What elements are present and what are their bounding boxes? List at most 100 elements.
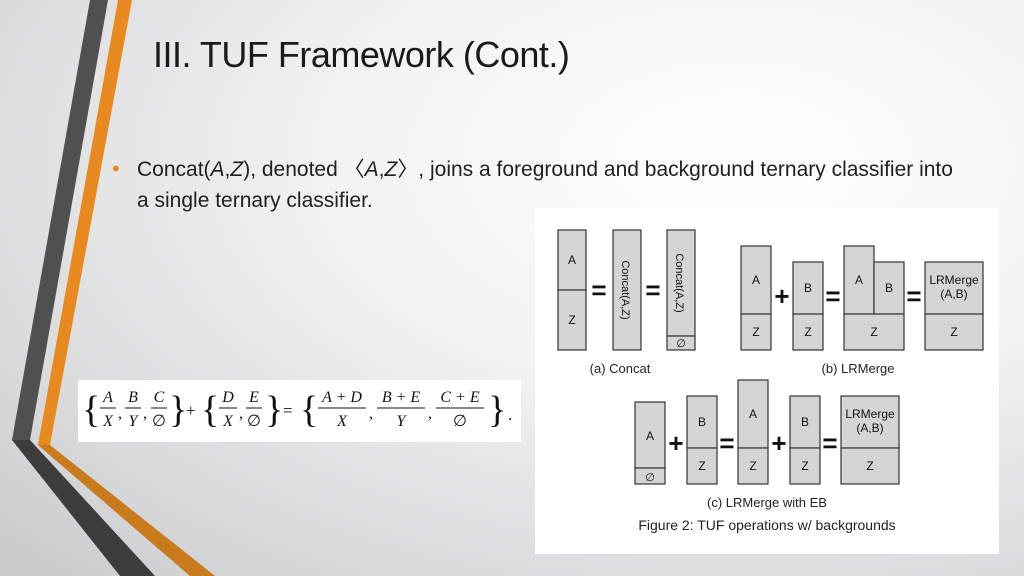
svg-text:∅: ∅ xyxy=(676,338,686,350)
box-concat xyxy=(666,229,696,337)
fraction: C + E ∅ xyxy=(436,389,484,430)
box-a xyxy=(843,245,875,315)
box-empty xyxy=(666,335,696,351)
svg-text:B: B xyxy=(128,389,138,406)
svg-text:A: A xyxy=(102,389,113,406)
svg-text:X: X xyxy=(336,413,348,430)
caption-b: (b) LRMerge xyxy=(822,361,895,376)
fraction: C ∅ xyxy=(151,389,167,430)
svg-text:(A,B): (A,B) xyxy=(940,287,967,301)
box-lrmerge xyxy=(924,261,984,315)
svg-text:Z: Z xyxy=(950,325,957,339)
fraction: A + D X xyxy=(318,389,366,430)
svg-text:,: , xyxy=(369,405,373,422)
brace: } xyxy=(265,389,283,431)
box-a xyxy=(740,245,772,315)
bullet-segment: , xyxy=(378,158,385,181)
caption-c: (c) LRMerge with EB xyxy=(707,495,827,510)
equals-sign: = xyxy=(822,428,837,458)
equals-sign: = xyxy=(825,281,840,311)
svg-text:E: E xyxy=(248,389,259,406)
svg-text:B: B xyxy=(698,415,706,429)
box-z xyxy=(557,289,587,351)
box-z xyxy=(789,447,821,485)
box-z xyxy=(686,447,718,485)
svg-text:,: , xyxy=(143,405,147,422)
bullet-segment: 〉, joins a foreground and background ter… xyxy=(137,158,953,212)
svg-text:Z: Z xyxy=(804,325,811,339)
brace: } xyxy=(169,389,187,431)
svg-text:A: A xyxy=(568,253,576,267)
fraction: E ∅ xyxy=(246,389,262,430)
svg-text:Z: Z xyxy=(801,459,808,473)
bullet-var-z: Z xyxy=(230,158,244,181)
fraction: D X xyxy=(219,389,237,430)
svg-text:X: X xyxy=(222,413,234,430)
box-z xyxy=(843,313,905,351)
svg-text:Concat(A,Z): Concat(A,Z) xyxy=(619,260,631,319)
svg-text:Concat(A,Z): Concat(A,Z) xyxy=(673,253,685,312)
bullet-var-z: Z xyxy=(384,158,398,181)
svg-text:B + E: B + E xyxy=(382,389,421,406)
box-b xyxy=(789,395,821,449)
orange-band-bottom xyxy=(38,445,215,576)
svg-text:,: , xyxy=(118,405,122,422)
box-z xyxy=(792,313,824,351)
box-z xyxy=(924,313,984,351)
dark-band-bottom xyxy=(12,440,155,576)
bullet-dot: • xyxy=(112,156,120,181)
box-b xyxy=(873,261,905,315)
svg-text:Z: Z xyxy=(870,325,877,339)
svg-text:A + D: A + D xyxy=(321,389,362,406)
slide-title: III. TUF Framework (Cont.) xyxy=(153,34,570,75)
svg-text:D: D xyxy=(221,389,234,406)
figure-caption: Figure 2: TUF operations w/ backgrounds xyxy=(638,517,895,533)
svg-text:C: C xyxy=(154,389,165,406)
equals-sign: = xyxy=(645,275,660,305)
equals-sign: = xyxy=(591,275,606,305)
figure-image: A Z Concat(A,Z) Concat(A,Z) ∅ A Z B Z A … xyxy=(535,208,999,554)
svg-text:Z: Z xyxy=(568,313,575,327)
svg-text:X: X xyxy=(102,413,114,430)
svg-text:Y: Y xyxy=(129,413,140,430)
bullet-segment: ), denoted 〈 xyxy=(243,158,365,181)
orange-band-top xyxy=(38,0,132,445)
box-z xyxy=(737,447,769,485)
brace: { xyxy=(82,389,100,431)
svg-text:A: A xyxy=(855,273,863,287)
box-concat xyxy=(612,229,642,351)
brace: { xyxy=(300,389,318,431)
box-empty xyxy=(634,467,666,485)
brace: } xyxy=(488,389,506,431)
svg-text:=: = xyxy=(283,401,293,420)
box-b xyxy=(686,395,718,449)
svg-text:C + E: C + E xyxy=(440,389,479,406)
bullet-text: •Concat(A,Z), denoted 〈A,Z〉, joins a for… xyxy=(112,154,957,216)
bullet-var-a: A xyxy=(210,158,225,181)
svg-text:Z: Z xyxy=(752,325,759,339)
formula-image: { A X , B Y , C ∅ } + { D X , E xyxy=(78,380,521,442)
svg-text:B: B xyxy=(804,281,812,295)
svg-text:Y: Y xyxy=(397,413,408,430)
svg-text:∅: ∅ xyxy=(453,413,467,430)
svg-text:LRMerge: LRMerge xyxy=(929,273,979,287)
box-z xyxy=(840,447,900,485)
bullet-segment: , xyxy=(224,158,231,181)
svg-text:∅: ∅ xyxy=(645,472,655,484)
svg-text:A: A xyxy=(749,407,757,421)
svg-text:+: + xyxy=(186,401,196,420)
caption-a: (a) Concat xyxy=(590,361,651,376)
svg-text:Z: Z xyxy=(698,459,705,473)
fraction: B + E Y xyxy=(377,389,425,430)
bullet-var-a: A xyxy=(364,158,379,181)
equals-sign: = xyxy=(719,428,734,458)
svg-text:A: A xyxy=(646,429,654,443)
bullet-segment: Concat( xyxy=(137,158,211,181)
svg-text:A: A xyxy=(752,273,760,287)
dark-band-top xyxy=(12,0,108,440)
svg-text:(A,B): (A,B) xyxy=(856,421,883,435)
svg-text:,: , xyxy=(239,405,243,422)
svg-text:∅: ∅ xyxy=(152,413,166,430)
plus-sign: + xyxy=(771,428,786,458)
